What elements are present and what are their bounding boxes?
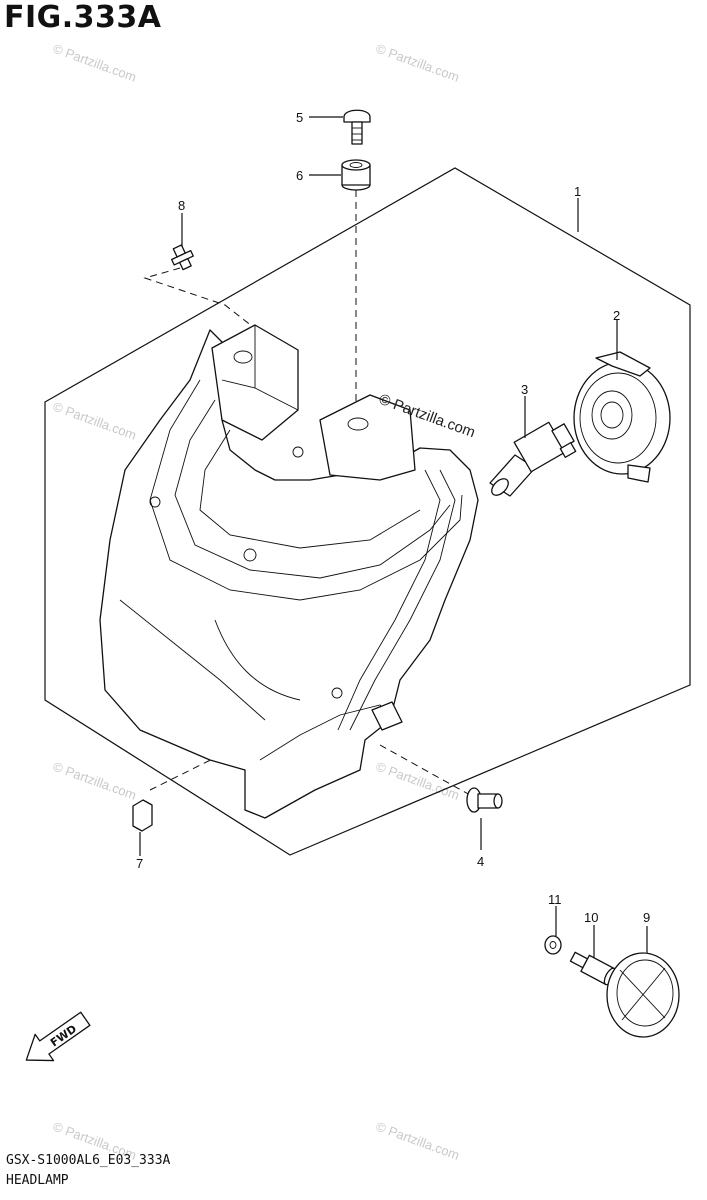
clip-7-axis xyxy=(149,732,266,791)
callout-4: 4 xyxy=(477,854,484,869)
callout-5: 5 xyxy=(296,110,303,125)
washer-part-11 xyxy=(544,935,562,955)
callout-11: 11 xyxy=(548,892,562,907)
callout-9: 9 xyxy=(643,910,650,925)
watermark: © Partzilla.com xyxy=(374,41,461,85)
callout-1: 1 xyxy=(574,184,581,199)
fwd-arrow: FWD xyxy=(25,1011,91,1062)
callout-7: 7 xyxy=(136,856,143,871)
figure-code: GSX-S1000AL6_E03_333A xyxy=(6,1153,171,1168)
clip-part-7 xyxy=(132,799,153,832)
callout-3: 3 xyxy=(521,382,528,397)
screw-part-5 xyxy=(343,109,371,145)
leader-lines xyxy=(139,116,648,958)
screw-8-leader xyxy=(143,267,258,331)
reflector-part-9 xyxy=(606,952,680,1038)
bulb-part-3 xyxy=(489,421,577,497)
callout-8: 8 xyxy=(178,198,185,213)
figure-name: HEADLAMP xyxy=(6,1173,69,1188)
screw-part-8 xyxy=(171,244,194,271)
watermark: © Partzilla.com xyxy=(51,399,138,443)
watermark: © Partzilla.com xyxy=(51,759,138,803)
callout-2: 2 xyxy=(613,308,620,323)
collar-part-6 xyxy=(341,159,371,191)
assembly-outline xyxy=(44,167,691,856)
watermark: © Partzilla.com xyxy=(51,41,138,85)
callout-10: 10 xyxy=(584,910,598,925)
callout-6: 6 xyxy=(296,168,303,183)
figure-title: FIG.333A xyxy=(4,0,162,35)
headlamp-housing xyxy=(99,324,479,819)
grommet-part-4 xyxy=(466,787,503,813)
callout-labels: 1 2 3 4 5 6 7 8 9 10 11 xyxy=(136,110,650,925)
socket-part-2 xyxy=(573,351,671,483)
grommet-4-axis xyxy=(379,744,471,796)
watermark: © Partzilla.com xyxy=(374,759,461,803)
watermark: © Partzilla.com xyxy=(374,1119,461,1163)
